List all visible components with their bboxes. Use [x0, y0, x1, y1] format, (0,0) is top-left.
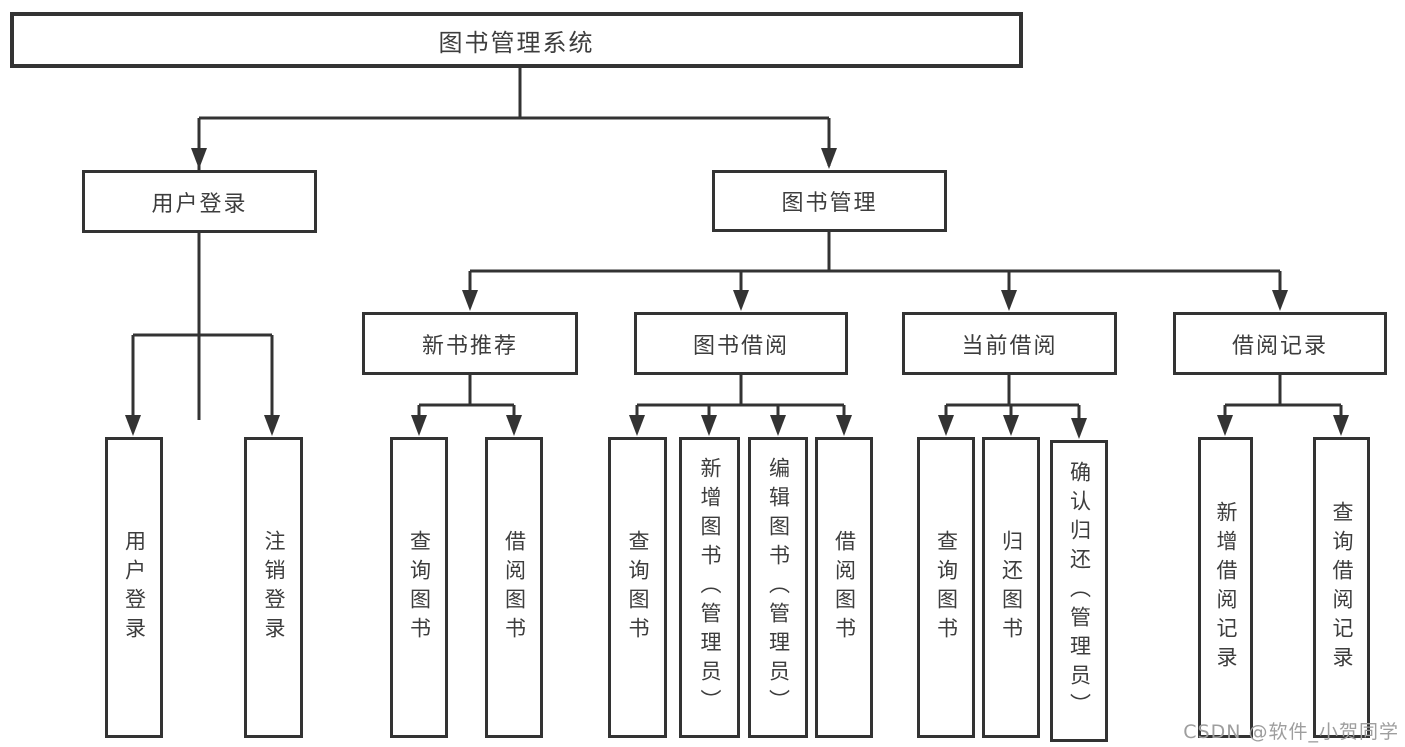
node-label: 查询图书	[934, 529, 959, 646]
node-label: 图书管理系统	[438, 28, 595, 57]
leaf-add-borrow-record: 新增借阅记录	[1198, 437, 1253, 738]
node-label: 新增借阅记录	[1214, 500, 1238, 675]
leaf-return-books: 归还图书	[982, 437, 1040, 738]
node-label: 编辑图书（管理员）	[766, 457, 791, 718]
arrowheads	[125, 148, 1349, 439]
node-label: 新增图书（管理员）	[698, 457, 722, 718]
node-label: 借阅图书	[832, 529, 857, 646]
node-label: 借阅图书	[502, 529, 527, 646]
leaf-query-books-recommend: 查询图书	[390, 437, 448, 738]
leaf-query-books-current: 查询图书	[917, 437, 975, 738]
node-label: 查询图书	[407, 529, 432, 646]
node-label: 当前借阅	[961, 333, 1058, 359]
node-label: 借阅记录	[1231, 333, 1328, 359]
node-label: 图书借阅	[692, 333, 789, 359]
node-label: 归还图书	[999, 529, 1024, 646]
leaf-borrow-books-recommend: 借阅图书	[485, 437, 543, 738]
node-label: 确认归还（管理员）	[1067, 460, 1092, 722]
leaf-logout: 注销登录	[244, 437, 303, 738]
node-borrowing-records: 借阅记录	[1173, 312, 1387, 375]
node-current-borrowing: 当前借阅	[902, 312, 1117, 375]
node-new-book-recommendation: 新书推荐	[362, 312, 578, 375]
node-user-login: 用户登录	[82, 170, 317, 233]
leaf-query-borrow-record: 查询借阅记录	[1313, 437, 1370, 738]
node-label: 用户登录	[151, 191, 248, 217]
leaf-borrow-books-borrow: 借阅图书	[815, 437, 873, 738]
node-label: 注销登录	[262, 529, 286, 646]
node-root: 图书管理系统	[10, 12, 1023, 68]
node-label: 查询借阅记录	[1330, 500, 1354, 675]
tree-edges	[131, 68, 1343, 433]
leaf-add-books-admin: 新增图书（管理员）	[679, 437, 740, 738]
leaf-user-login: 用户登录	[105, 437, 163, 738]
node-book-borrowing: 图书借阅	[634, 312, 848, 375]
leaf-edit-books-admin: 编辑图书（管理员）	[748, 437, 808, 738]
node-label: 用户登录	[122, 529, 147, 646]
watermark-text: CSDN @软件_小贺同学	[1183, 721, 1399, 743]
node-label: 新书推荐	[421, 333, 518, 359]
leaf-confirm-return-admin: 确认归还（管理员）	[1050, 440, 1108, 742]
node-book-management: 图书管理	[712, 170, 947, 232]
leaf-query-books-borrow: 查询图书	[608, 437, 667, 738]
node-label: 图书管理	[781, 191, 878, 216]
node-label: 查询图书	[626, 529, 650, 646]
